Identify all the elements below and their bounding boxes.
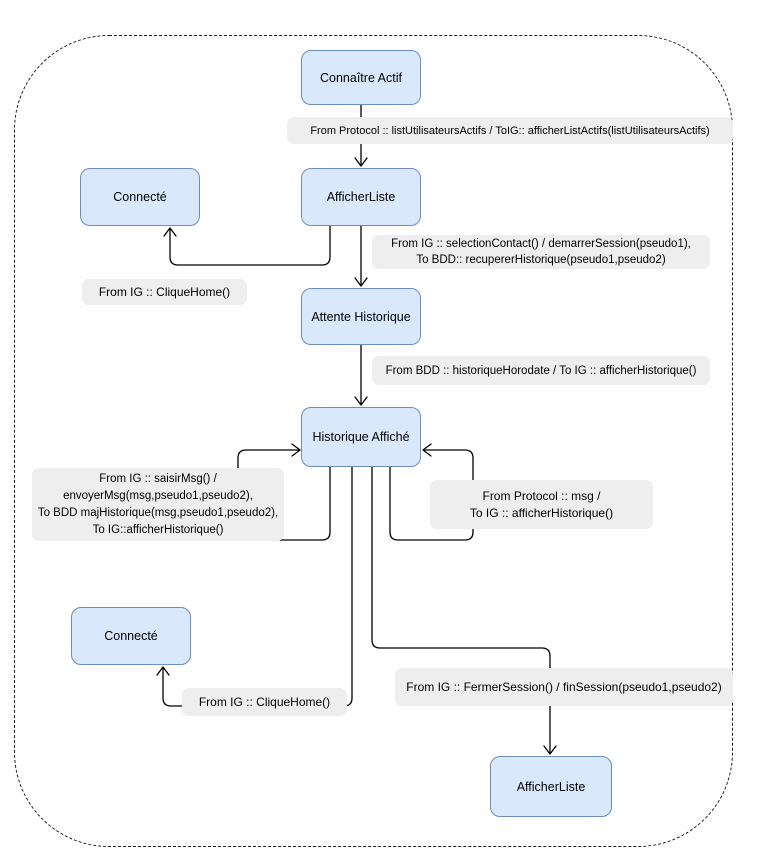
transition-label-protocol-list: From Protocol :: listUtilisateursActifs … xyxy=(287,117,733,144)
state-label: Connecté xyxy=(113,190,167,204)
state-afficher-liste-bottom: AfficherListe xyxy=(490,756,612,817)
transition-label-line: From IG :: FermerSession() / finSession(… xyxy=(406,680,722,694)
transition-label-line: To IG :: afficherHistorique() xyxy=(469,505,614,520)
state-connaitre-actif: Connaître Actif xyxy=(301,50,421,105)
state-label: AfficherListe xyxy=(516,779,586,794)
transition-label-saisir-msg: From IG :: saisirMsg() / envoyerMsg(msg,… xyxy=(32,468,284,541)
diagram-dashed-frame xyxy=(14,35,733,847)
transition-label-line: From Protocol :: msg / xyxy=(482,488,601,503)
state-label: Historique Affiché xyxy=(312,430,410,444)
transition-label-line: From IG :: saisirMsg() / xyxy=(99,472,217,485)
transition-label-line: From IG :: selectionContact() / demarrer… xyxy=(391,238,691,250)
transition-label-protocol-msg: From Protocol :: msg / To IG :: afficher… xyxy=(430,480,653,529)
state-historique-affiche: Historique Affiché xyxy=(301,407,421,467)
state-label: Connecté xyxy=(104,629,158,643)
connector-historique-to-afficherliste-bottom xyxy=(371,466,557,755)
transition-label-line: To BDD:: recupererHistorique(pseudo1,pse… xyxy=(416,254,666,266)
transition-label-line: To IG::afficherHistorique() xyxy=(92,523,224,536)
transition-label-clique-home-top: From IG :: CliqueHome() xyxy=(82,279,247,305)
transition-label-line: From Protocol :: listUtilisateursActifs … xyxy=(310,124,710,137)
transition-label-line: From IG :: CliqueHome() xyxy=(198,695,331,709)
state-label: AfficherListe xyxy=(326,190,396,204)
state-connecte-bottom: Connecté xyxy=(71,607,191,665)
state-label: Attente Historique xyxy=(311,309,411,324)
transition-label-clique-home-bottom: From IG :: CliqueHome() xyxy=(182,688,347,716)
connector-attente-to-historique xyxy=(354,344,368,406)
transition-label-line: envoyerMsg(msg,pseudo1,pseudo2), xyxy=(63,489,253,502)
transition-label-line: To BDD majHistorique(msg,pseudo1,pseudo2… xyxy=(37,506,279,519)
transition-label-historique-horodate: From BDD :: historiqueHorodate / To IG :… xyxy=(372,356,710,385)
state-afficher-liste-top: AfficherListe xyxy=(301,168,421,226)
connector-afficherliste-to-connecte-top xyxy=(163,225,331,266)
state-attente-historique: Attente Historique xyxy=(301,288,421,345)
transition-label-selection-contact: From IG :: selectionContact() / demarrer… xyxy=(372,235,710,269)
connector-historique-selfloop-right xyxy=(389,443,474,541)
transition-label-line: From IG :: CliqueHome() xyxy=(98,285,231,299)
connector-afficherliste-to-attente xyxy=(354,225,368,287)
transition-label-fermer-session: From IG :: FermerSession() / finSession(… xyxy=(395,668,733,706)
state-label: Connaître Actif xyxy=(320,70,402,85)
transition-label-line: From BDD :: historiqueHorodate / To IG :… xyxy=(385,364,697,377)
state-connecte-top: Connecté xyxy=(80,168,200,226)
